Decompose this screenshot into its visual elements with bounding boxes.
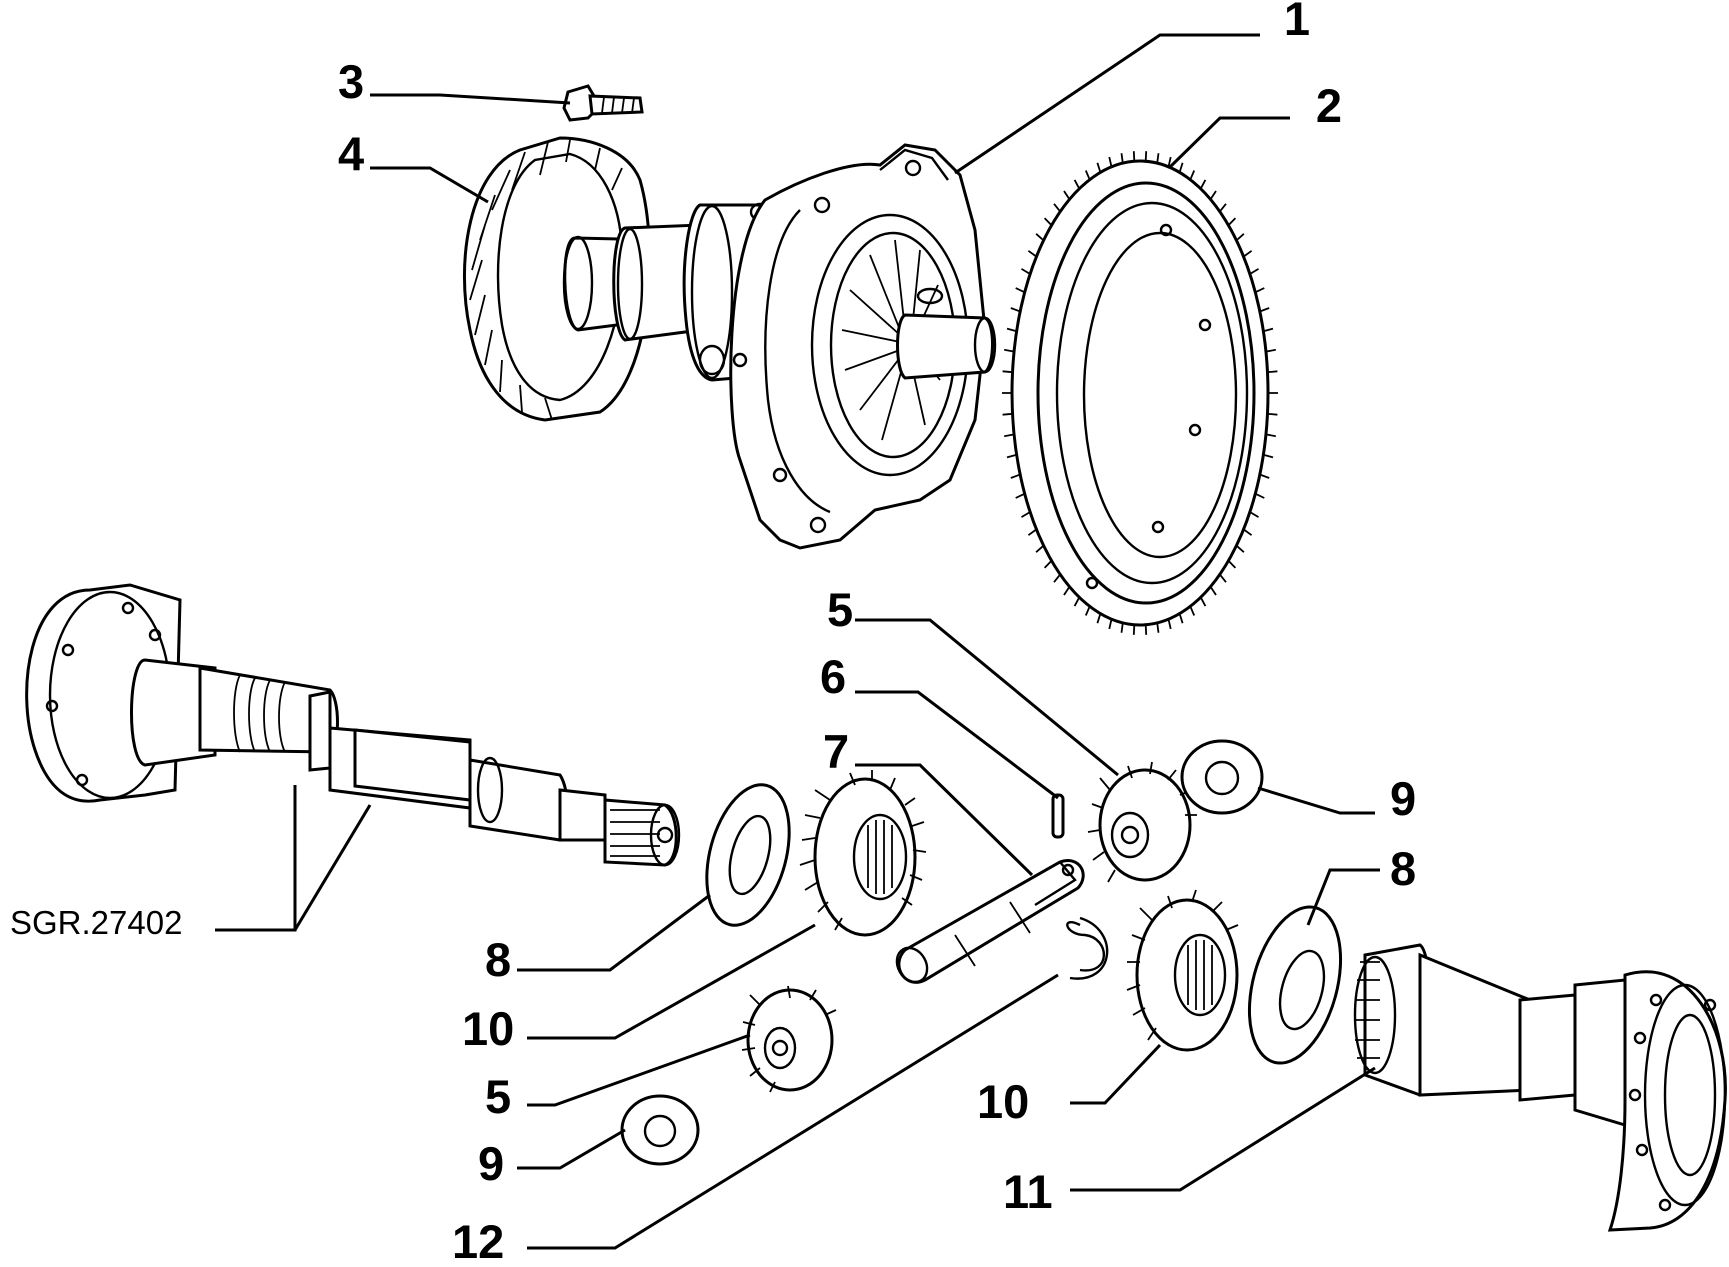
leader-2 <box>1168 116 1290 169</box>
leader-9b <box>517 1128 626 1170</box>
reference-code: SGR.27402 <box>10 904 182 941</box>
lock-pin-part <box>1051 793 1065 839</box>
thrust-washer-small-bottom-part <box>620 1094 700 1166</box>
leader-5b <box>527 1033 751 1107</box>
leader-4 <box>370 166 489 204</box>
callout-1: 1 <box>1284 0 1310 45</box>
callout-11: 11 <box>1003 1165 1053 1218</box>
callout-9b: 9 <box>478 1137 504 1190</box>
callout-4: 4 <box>338 127 364 180</box>
callout-2: 2 <box>1316 79 1342 132</box>
leader-9a <box>1257 786 1375 815</box>
pinion-gear-bottom-part <box>741 985 837 1093</box>
leader-7 <box>855 763 1034 877</box>
bolt-part <box>562 84 644 122</box>
output-flange-shaft-part <box>1353 943 1727 1232</box>
callout-8a: 8 <box>485 933 511 986</box>
callout-8b: 8 <box>1390 842 1416 895</box>
leader-11 <box>1070 1066 1376 1192</box>
callout-6: 6 <box>820 650 846 703</box>
leader-12 <box>527 973 1059 1250</box>
differential-housing-part <box>562 143 997 550</box>
side-gear-right-part <box>1126 889 1239 1052</box>
callout-12: 12 <box>452 1215 504 1267</box>
callout-7: 7 <box>823 725 849 778</box>
leader-3 <box>370 93 571 105</box>
callout-10a: 10 <box>462 1002 514 1055</box>
speedometer-gear-part <box>462 136 652 422</box>
leader-1 <box>954 33 1260 175</box>
leader-lines <box>215 33 1380 1250</box>
callout-10b: 10 <box>977 1075 1029 1128</box>
thrust-washer-right-part <box>1247 905 1343 1065</box>
callout-5b: 5 <box>485 1070 511 1123</box>
retaining-ring-part <box>1066 916 1109 980</box>
thrust-washer-small-top-part <box>1180 739 1264 815</box>
callout-3: 3 <box>338 55 364 108</box>
ring-gear-part <box>1002 151 1278 635</box>
leader-6 <box>855 690 1059 800</box>
leader-ref <box>215 785 372 932</box>
pinion-shaft-part <box>895 859 1085 984</box>
thrust-washer-left-part <box>705 783 791 927</box>
output-shaft-long-part <box>25 583 681 867</box>
leader-8b <box>1306 868 1380 926</box>
callout-9a: 9 <box>1390 772 1416 825</box>
callout-5a: 5 <box>827 583 853 636</box>
pinion-gear-top-part <box>1087 761 1197 883</box>
leader-10a <box>527 923 816 1040</box>
leader-10b <box>1070 1043 1162 1105</box>
leader-5a <box>855 618 1119 777</box>
leader-8a <box>517 893 711 972</box>
callout-labels: 1 2 3 4 5 6 7 9 8 8 10 5 9 12 10 11 SGR.… <box>10 0 1416 1267</box>
side-gear-left-part <box>799 770 927 937</box>
